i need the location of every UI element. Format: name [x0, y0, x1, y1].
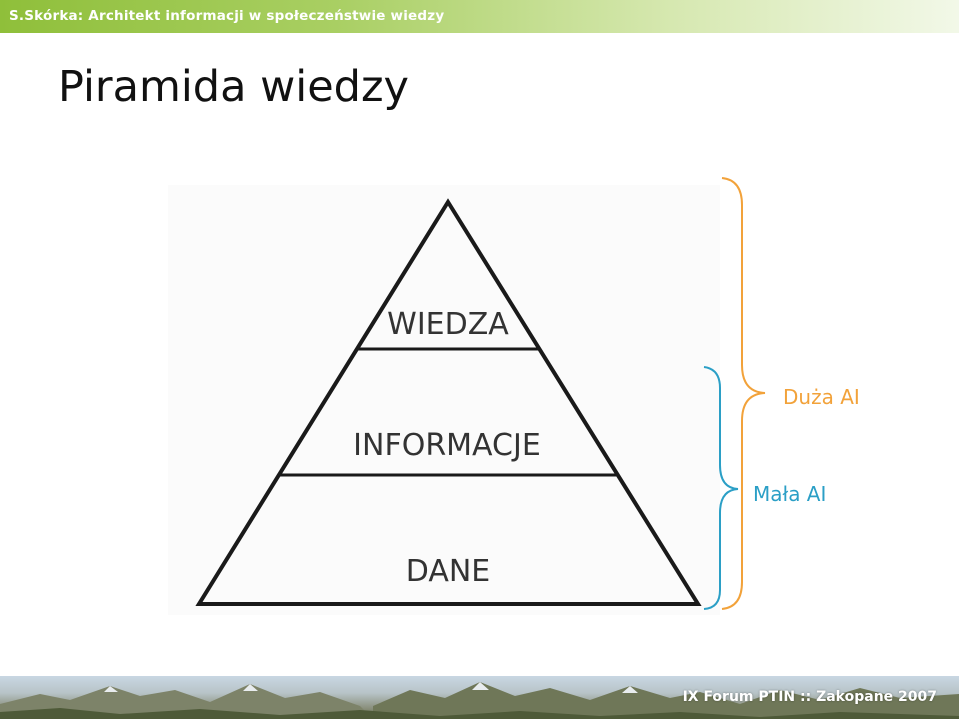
layer-label-dane: DANE — [406, 554, 491, 589]
slide-title: Piramida wiedzy — [58, 62, 409, 112]
big-ai-label: Duża AI — [783, 385, 860, 409]
big-ai-brace — [721, 177, 766, 610]
diagram-background — [168, 185, 720, 615]
small-ai-label: Mała AI — [753, 482, 827, 506]
layer-label-wiedza: WIEDZA — [387, 307, 509, 342]
header-title: S.Skórka: Architekt informacji w społecz… — [9, 8, 445, 24]
footer-event: IX Forum PTIN :: Zakopane 2007 — [682, 689, 937, 705]
pyramid-outline — [195, 198, 702, 606]
small-ai-brace — [703, 366, 739, 610]
footer-mountain-banner — [0, 676, 959, 719]
mountain-silhouette — [0, 682, 959, 719]
header-bar — [0, 0, 959, 33]
layer-label-informacje: INFORMACJE — [353, 428, 541, 463]
